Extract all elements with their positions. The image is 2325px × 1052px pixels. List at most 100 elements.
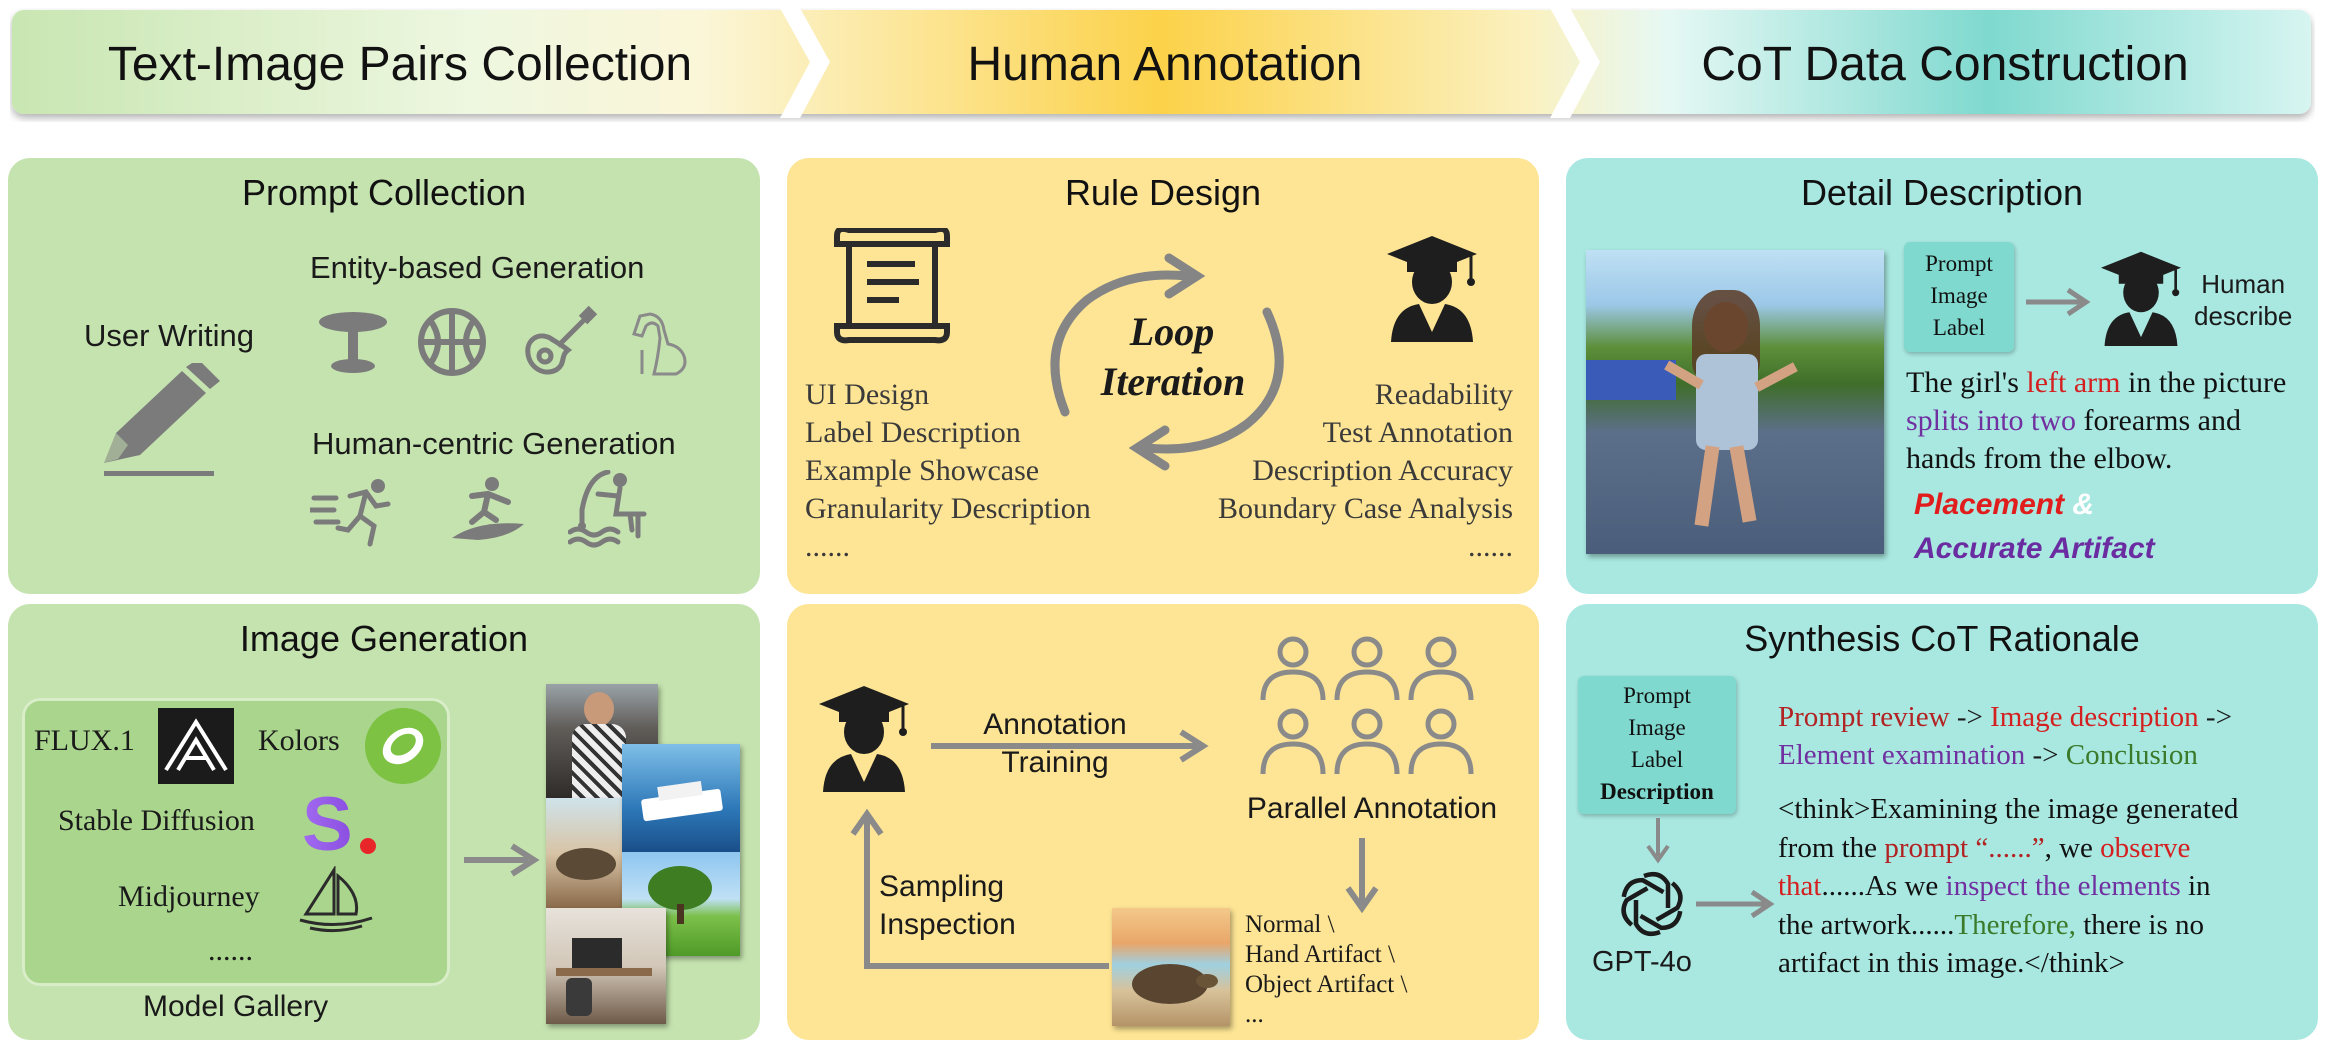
rule-design-panel: Rule Design Loop Iteration UI Design	[787, 158, 1539, 594]
image-generation-panel: Image Generation FLUX.1 Kolors Stable Di…	[8, 604, 760, 1040]
rule-item: Granularity Description	[805, 492, 1091, 525]
think-span: the artwork......	[1778, 908, 1955, 941]
annotator-group-icon	[1260, 636, 1474, 775]
rule-item: Example Showcase	[805, 454, 1040, 487]
box-line: Label	[1630, 747, 1684, 772]
desc-text: The girl's	[1906, 366, 2027, 399]
prompt-image-label-box: Prompt Image Label	[1904, 242, 2014, 352]
chain-step: Prompt review	[1778, 701, 1950, 733]
label-item: Normal \	[1245, 911, 1335, 938]
gallery-arrow-icon	[464, 843, 540, 877]
surfer-icon	[452, 477, 524, 540]
model-kolors: Kolors	[258, 724, 340, 757]
box-line: Image	[1628, 715, 1686, 740]
think-span-purple: inspect the elements	[1945, 870, 2181, 902]
graduate-describer-icon	[2101, 251, 2181, 346]
generated-image-tree	[622, 852, 740, 956]
dog-icon	[632, 312, 687, 376]
rule-item: UI Design	[805, 378, 930, 411]
loop-text: Loop	[1129, 309, 1215, 354]
desc-text: in the picture	[2120, 366, 2287, 399]
rule-item: Label Description	[805, 416, 1021, 449]
midjourney-logo-icon	[299, 866, 373, 933]
girl-photo	[1586, 250, 1884, 554]
pencil-icon	[104, 363, 220, 476]
basketball-icon	[418, 308, 486, 376]
stage-title-cot: CoT Data Construction	[1701, 38, 2189, 91]
think-span: there is no	[2075, 908, 2204, 941]
model-midjourney: Midjourney	[118, 880, 260, 913]
prompt-image-label-description-box: Prompt Image Label Description	[1578, 676, 1736, 814]
annotation-process-panel: Annotation Training Parallel Annotation …	[787, 604, 1539, 1040]
to-gpt-arrow-icon	[1646, 818, 1670, 864]
rule-item: Readability	[1374, 378, 1513, 411]
panel-title: Synthesis CoT Rationale	[1744, 618, 2140, 659]
scroll-document-icon	[834, 228, 950, 344]
human-generation-label: Human-centric Generation	[312, 426, 676, 461]
panel-title: Rule Design	[1064, 172, 1262, 213]
rule-item: Description Accuracy	[1252, 454, 1513, 487]
fishing-person-icon	[568, 470, 647, 548]
think-span: in	[2180, 870, 2211, 902]
rule-item: ......	[1468, 530, 1513, 563]
kolors-logo-icon	[365, 708, 441, 784]
training-arrow-icon	[931, 729, 1209, 763]
think-span-green: Therefore,	[1954, 908, 2076, 941]
entity-generation-label: Entity-based Generation	[310, 250, 645, 285]
rule-item: Test Annotation	[1322, 416, 1513, 449]
think-span: , we	[2044, 831, 2101, 864]
describe-line: describe	[2194, 301, 2293, 331]
box-line: Label	[1932, 315, 1986, 340]
annotation-training-line1: Annotation	[983, 708, 1127, 741]
think-span-red: observe	[2100, 831, 2191, 864]
generated-image-turtle-beach	[546, 798, 630, 908]
chain-arrow: ->	[2025, 739, 2066, 771]
label-item: Hand Artifact \	[1245, 941, 1395, 968]
guitar-icon	[525, 305, 598, 375]
detail-description-panel: Detail Description Prompt Image Label Hu…	[1566, 158, 2318, 594]
rule-item: ......	[805, 530, 850, 563]
stage-title-annotation: Human Annotation	[967, 38, 1363, 91]
desc-highlight-purple: splits into two	[1906, 404, 2077, 437]
model-stable-diffusion: Stable Diffusion	[58, 804, 255, 837]
label-item: ...	[1245, 1001, 1264, 1028]
think-rationale-text: <think>Examining the image generated fro…	[1778, 790, 2238, 983]
model-more: ......	[208, 934, 253, 967]
iteration-text: Iteration	[1100, 359, 1246, 404]
graduate-annotator-icon	[1387, 236, 1477, 342]
stable-diffusion-logo-icon: S	[302, 790, 376, 860]
header-banner	[12, 8, 2311, 118]
chain-step: Image description	[1990, 701, 2199, 733]
generated-image-cruise-ship	[622, 744, 740, 852]
gpt-4o-label: GPT-4o	[1592, 946, 1692, 978]
think-span-red: prompt “......”	[1884, 831, 2045, 864]
artifact-tags: Placement &	[1914, 488, 2094, 522]
openai-logo-icon	[1621, 872, 1683, 936]
think-line: artifact in this image.</think>	[1778, 947, 2125, 979]
parallel-annotation-label: Parallel Annotation	[1246, 792, 1498, 825]
desc-text: hands from the elbow.	[1906, 442, 2173, 475]
svg-text:S: S	[302, 790, 353, 860]
human-line: Human	[2201, 269, 2286, 299]
detail-description-text: The girl's left arm in the picture split…	[1906, 364, 2286, 478]
think-span: ......As we	[1821, 870, 1946, 902]
box-line: Prompt	[1925, 251, 1993, 276]
human-describe-label: Human describe	[2194, 268, 2292, 332]
think-span-red: that	[1778, 870, 1822, 902]
tag-ampersand: &	[2072, 488, 2095, 521]
panel-title: Image Generation	[239, 618, 529, 659]
box-line: Prompt	[1623, 683, 1691, 708]
box-line-bold: Description	[1600, 779, 1714, 804]
think-line: <think>Examining the image generated	[1778, 793, 2239, 825]
chain-arrow: ->	[1949, 701, 1991, 733]
accurate-artifact-tag: Accurate Artifact	[1914, 532, 2155, 565]
placement-tag: Placement	[1914, 488, 2065, 521]
rule-right-list: Readability Test Annotation Description …	[1218, 376, 1513, 566]
chain-arrow: ->	[2198, 701, 2232, 733]
inspection-line: Inspection	[879, 908, 1016, 941]
sampling-inspection-label: Sampling Inspection	[879, 868, 1016, 944]
desc-highlight-red: left arm	[2026, 366, 2121, 399]
rationale-arrow-icon	[1696, 889, 1775, 919]
sampling-feedback-arrow-icon	[850, 808, 1109, 969]
loop-arrows-icon	[1050, 253, 1284, 471]
